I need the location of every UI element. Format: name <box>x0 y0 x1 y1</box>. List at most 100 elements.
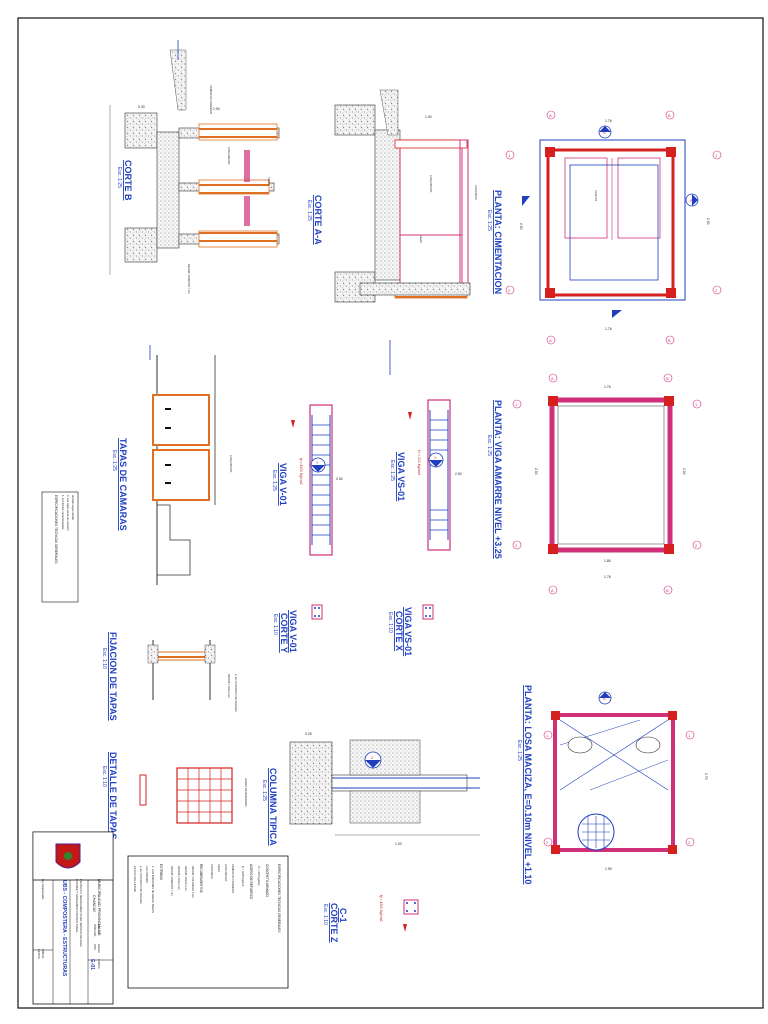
vs01-section-label: X <box>434 455 437 460</box>
c1-scale: Esc. 1:10 <box>322 904 328 925</box>
cim-dim-bottom: 1.76 <box>605 327 612 331</box>
corte-b-footing-left <box>124 112 158 149</box>
cim-arrow-2 <box>522 196 530 206</box>
cim-grid-4-label: 2 <box>715 288 718 293</box>
spec-n2: LAS NORMAS <box>145 866 149 883</box>
vs01-red-mark <box>408 412 412 420</box>
corte-b-rebar-bottom <box>198 230 278 248</box>
corte-b-dim-1: 1.00 <box>213 107 220 111</box>
col-body <box>331 774 468 792</box>
v01-section-label: Y <box>316 460 319 465</box>
tapas-title: TAPAS DE CAMARAS <box>118 438 128 531</box>
spec-fy: fy = 4200 Kg/cm2 <box>241 866 245 887</box>
vs01-stirrups <box>430 419 448 531</box>
c1-rebar-note: fy = 4200 Kg/cm2 <box>379 895 383 922</box>
tapas-handle-3 <box>165 464 171 466</box>
c1-corte-z: fy = 4200 Kg/cm2 C-1 CORTE Z Esc. 1:10 <box>322 895 419 943</box>
cim-marker-a-label: A <box>603 130 606 135</box>
c1-bar-1 <box>406 902 408 904</box>
cim-dim-top: 1.76 <box>605 119 612 123</box>
corte-b-title: CORTE B <box>123 160 133 201</box>
va-col-3 <box>548 544 558 554</box>
vs01-beam <box>427 399 451 551</box>
corte-y-bar-4 <box>318 615 320 617</box>
c1-title-2: CORTE Z <box>329 903 339 943</box>
cim-grid-5 <box>546 110 556 120</box>
col-dim-1: 1.00 <box>395 842 402 846</box>
det-title: DETALLE DE TAPAS <box>108 752 118 840</box>
columna-tipica: Z COLUMNA TIPICA Esc. 1:25 1.00 0.25 <box>261 732 480 846</box>
spec-n3: 2. EL CONCRETO SE VACIARA <box>139 866 143 904</box>
corte-aa-note-1: LOSA MACIZA <box>429 175 433 193</box>
cim-grid-7-label: A <box>549 338 552 343</box>
vs01-scale: Esc. 1:25 <box>389 460 395 481</box>
spec-losa: LOSA MACIZA <box>224 864 228 882</box>
va-grid-4 <box>692 540 702 550</box>
corte-x-title-2: CORTE X <box>394 611 404 651</box>
spec-vigas: VIGAS <box>217 864 221 872</box>
corte-aa-chamber <box>399 139 463 286</box>
losa-grid-4 <box>685 837 695 847</box>
corte-aa-note-2: VIGAS <box>419 235 423 243</box>
tapas-note: LOSA MACIZA <box>229 455 233 473</box>
losa-dim-bottom: 1.90 <box>605 867 612 871</box>
corte-x-section <box>422 604 434 620</box>
planta-losa-maciza: A 1 2 1 2 1.90 2.70 PLANTA: LOSA MACIZA,… <box>516 685 708 884</box>
v01-section-marker-fill <box>311 465 325 472</box>
notes-box-line-2: 2. Las tapas seran de concreto <box>66 495 70 531</box>
tapas-cover-2 <box>152 449 210 501</box>
cim-inner-label: CAJA INT <box>594 190 598 202</box>
corte-b-mag-band-1 <box>244 150 250 182</box>
va-grid-5-label: A <box>551 376 554 381</box>
corte-aa-wall <box>374 129 401 281</box>
cim-dim-right: 2.50 <box>706 218 710 225</box>
cim-outer-outline <box>539 139 686 301</box>
corte-b-rebar-top <box>198 123 278 141</box>
losa-col-3 <box>551 845 560 854</box>
corte-x-bar-1 <box>425 607 427 609</box>
cim-col-1 <box>545 147 555 157</box>
losa-grid-3 <box>685 730 695 740</box>
spec-r1: RECUB. COLUMNAS 4 cm <box>191 866 195 898</box>
viga-v01: Y fy = 4200 Kg/cm2 VIGA V-01 Esc. 1:25 2… <box>271 404 343 556</box>
va-frame-outer <box>549 397 673 553</box>
general-notes-box: ESPECIFICACIONES TECNICAS GENERALES 1. L… <box>41 491 79 603</box>
corte-y-bar-3 <box>314 615 316 617</box>
cim-blue-box <box>569 164 659 281</box>
corte-x-bar-2 <box>429 607 431 609</box>
va-grid-6 <box>663 373 673 383</box>
v01-red-mark <box>291 420 295 428</box>
va-dim-top: 1.76 <box>604 385 611 389</box>
corte-x-bar-4 <box>429 615 431 617</box>
va-grid-8-label: B <box>666 588 669 593</box>
cim-title: PLANTA: CIMENTACION <box>493 190 503 294</box>
losa-marker-a-label: A <box>603 696 606 701</box>
losa-title: PLANTA: LOSA MACIZA, E=0.10m NIVEL +1.10 <box>523 685 533 884</box>
cim-grid-2-label: 2 <box>508 288 511 293</box>
va-title: PLANTA: VIGA AMARRE NIVEL +3.25 <box>493 400 503 559</box>
vs01-rebar-note: f'c = 210 Kg/cm2 <box>417 450 421 475</box>
spec-frame <box>127 855 289 989</box>
losa-opening-1 <box>567 736 593 754</box>
col-scale: Esc. 1:25 <box>261 780 267 801</box>
corte-y-bar-2 <box>318 607 320 609</box>
notes-box-line-3: armado segun detalle <box>71 495 75 521</box>
cim-marker-b-fill <box>692 194 698 206</box>
corte-y-title-2: CORTE Y <box>279 613 289 653</box>
tb-fecha: 2019 <box>93 944 97 950</box>
det-note: ACERO DE REFUERZO <box>244 778 248 807</box>
corte-aa-section: CORTE A-A Esc. 1:25 LOSA MACIZA VIGAS CO… <box>306 89 478 375</box>
fij-block-left <box>147 644 159 664</box>
col-base-block <box>349 739 421 776</box>
tb-entity-1: MUNICIPALIDAD PROVINCIAL DE <box>97 879 101 936</box>
corte-aa-title: CORTE A-A <box>313 195 323 245</box>
corte-y-section <box>311 604 323 620</box>
cim-grid-1-label: 1 <box>508 153 511 158</box>
viga-vs01: X f'c = 210 Kg/cm2 VIGA VS-01 Esc. 1:25 … <box>389 399 462 551</box>
spec-r3: RECUB. LOSA 2 cm <box>177 866 181 890</box>
spec-recub: RECUBRIMIENTOS <box>199 864 203 893</box>
tb-sheet-name: UBS - COMPOSTERA - ESTRUCTURAS <box>61 880 67 977</box>
tb-reviso-lbl: REVISO <box>37 949 41 959</box>
col-footing <box>289 741 333 825</box>
fij-note-2: 2. EL CONCRETO SE VACIARA <box>234 674 238 712</box>
